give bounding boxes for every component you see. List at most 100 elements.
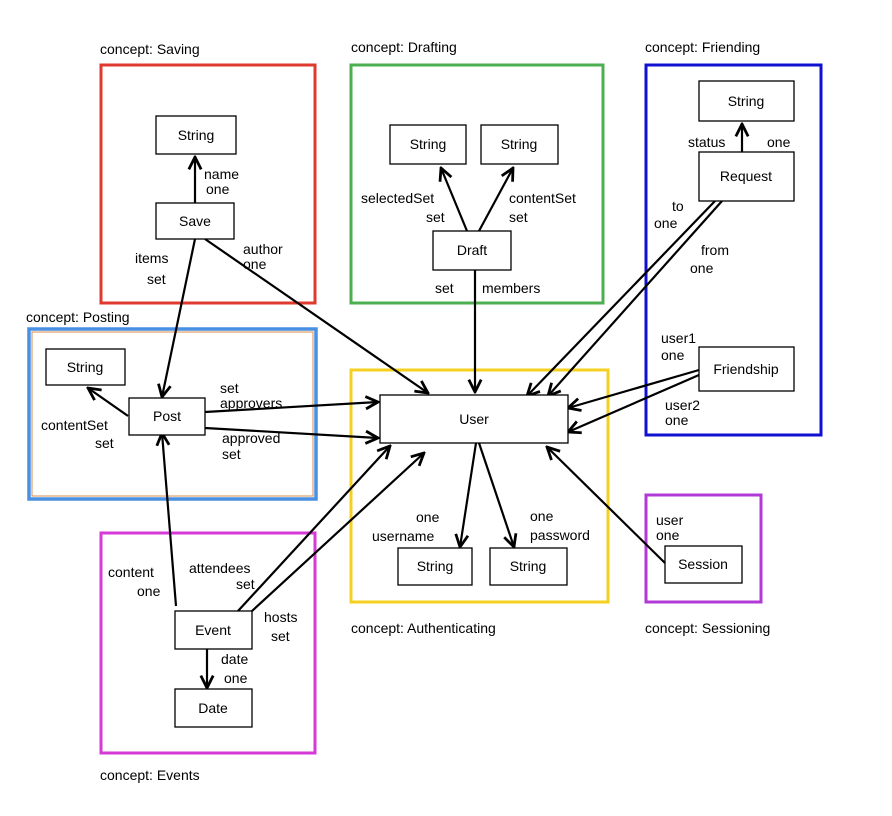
node-posting-string-label: String bbox=[67, 359, 104, 375]
label-event-hosts: hosts bbox=[264, 609, 297, 625]
label-draft-selectedset-set: set bbox=[426, 209, 445, 225]
concept-saving-box bbox=[99, 63, 317, 305]
concept-authenticating-box bbox=[349, 368, 610, 604]
label-user-username-one: one bbox=[416, 509, 440, 525]
node-password-string-label: String bbox=[510, 558, 547, 574]
concept-events-box bbox=[99, 531, 317, 755]
label-request-to-one: one bbox=[654, 215, 678, 231]
node-friendship-label: Friendship bbox=[713, 361, 779, 377]
label-friendship-user1-one: one bbox=[661, 347, 685, 363]
label-post-approved: approved bbox=[222, 430, 280, 446]
node-drafting-string-right bbox=[480, 124, 559, 165]
label-post-approved-set: set bbox=[222, 446, 241, 462]
node-drafting-string-left-label: String bbox=[410, 136, 447, 152]
edge-save-author bbox=[204, 238, 428, 393]
node-saving-string bbox=[155, 115, 237, 155]
node-draft-label: Draft bbox=[457, 242, 487, 258]
concept-drafting-title: concept: Drafting bbox=[351, 39, 457, 55]
concept-posting-title: concept: Posting bbox=[26, 309, 130, 325]
edge-event-content bbox=[162, 433, 178, 607]
concept-saving-title: concept: Saving bbox=[100, 41, 200, 57]
edge-post-approved bbox=[204, 426, 378, 438]
node-event bbox=[174, 610, 253, 650]
label-save-items: items bbox=[135, 250, 168, 266]
node-draft bbox=[432, 230, 512, 271]
node-save-label: Save bbox=[179, 213, 211, 229]
edge-user-username bbox=[460, 442, 478, 547]
label-draft-members-set: set bbox=[435, 280, 454, 296]
label-save-author-one: one bbox=[243, 256, 267, 272]
label-event-content: content bbox=[108, 564, 154, 580]
edge-event-hosts bbox=[251, 453, 424, 612]
edge-event-attendees bbox=[237, 446, 390, 612]
node-date bbox=[174, 688, 253, 728]
label-event-date: date bbox=[221, 651, 248, 667]
label-friendship-user2: user2 bbox=[665, 397, 700, 413]
label-save-author: author bbox=[243, 241, 283, 257]
relation-edges bbox=[88, 124, 742, 688]
label-friendship-user2-one: one bbox=[665, 412, 689, 428]
label-post-contentset: contentSet bbox=[41, 417, 108, 433]
label-save-items-set: set bbox=[147, 271, 166, 287]
concept-sessioning-box bbox=[644, 493, 763, 604]
concept-events-title: concept: Events bbox=[100, 767, 200, 783]
node-user-label: User bbox=[459, 411, 489, 427]
node-drafting-string-left bbox=[389, 124, 467, 165]
label-post-approvers-set: set bbox=[220, 380, 239, 396]
node-saving-string-label: String bbox=[178, 127, 215, 143]
label-request-from: from bbox=[701, 242, 729, 258]
concept-posting-box bbox=[27, 327, 318, 501]
label-event-attendees: attendees bbox=[189, 560, 251, 576]
node-event-label: Event bbox=[195, 622, 231, 638]
node-friending-string bbox=[698, 80, 795, 122]
node-request-label: Request bbox=[720, 168, 772, 184]
label-post-approvers: approvers bbox=[220, 395, 282, 411]
edge-request-to bbox=[527, 200, 716, 396]
label-draft-contentset-set: set bbox=[509, 209, 528, 225]
concept-friending-box bbox=[644, 63, 823, 437]
label-request-status-one: one bbox=[767, 134, 791, 150]
edge-request-from bbox=[548, 200, 723, 396]
concept-drafting-box bbox=[349, 63, 605, 305]
node-drafting-string-right-label: String bbox=[501, 136, 538, 152]
concept-friending-title: concept: Friending bbox=[645, 39, 760, 55]
node-post bbox=[128, 397, 206, 436]
node-session-label: Session bbox=[678, 556, 728, 572]
label-draft-selectedset: selectedSet bbox=[361, 190, 434, 206]
label-friendship-user1: user1 bbox=[661, 330, 696, 346]
edge-friendship-user2 bbox=[568, 373, 700, 432]
label-draft-members: members bbox=[482, 280, 540, 296]
label-draft-contentset: contentSet bbox=[509, 190, 576, 206]
node-username-string bbox=[397, 547, 473, 586]
node-friendship bbox=[698, 346, 795, 392]
label-save-name: name bbox=[204, 166, 239, 182]
label-user-password-one: one bbox=[530, 508, 554, 524]
node-save bbox=[155, 202, 235, 240]
node-date-label: Date bbox=[198, 700, 228, 716]
edge-post-approvers bbox=[204, 402, 378, 414]
edge-save-items bbox=[162, 238, 197, 397]
node-session bbox=[664, 545, 743, 584]
node-user bbox=[379, 394, 569, 444]
node-posting-string bbox=[45, 348, 126, 386]
label-event-attendees-set: set bbox=[236, 576, 255, 592]
node-request bbox=[698, 151, 795, 202]
edge-post-contentset bbox=[88, 388, 129, 417]
label-event-hosts-set: set bbox=[271, 628, 290, 644]
concept-authenticating-title: concept: Authenticating bbox=[351, 620, 496, 636]
edge-draft-contentset bbox=[478, 168, 513, 232]
label-save-name-one: one bbox=[206, 181, 230, 197]
label-session-user-one: one bbox=[656, 527, 680, 543]
label-post-contentset-set: set bbox=[95, 435, 114, 451]
label-session-user: user bbox=[656, 512, 684, 528]
edge-user-password bbox=[477, 442, 514, 547]
label-event-content-one: one bbox=[137, 583, 161, 599]
node-friending-string-label: String bbox=[728, 93, 765, 109]
edge-session-user bbox=[547, 447, 666, 564]
label-request-from-one: one bbox=[690, 260, 714, 276]
label-event-date-one: one bbox=[224, 670, 248, 686]
edge-draft-selectedset bbox=[441, 168, 469, 232]
edge-friendship-user1 bbox=[568, 368, 700, 408]
concept-sessioning-title: concept: Sessioning bbox=[645, 620, 770, 636]
